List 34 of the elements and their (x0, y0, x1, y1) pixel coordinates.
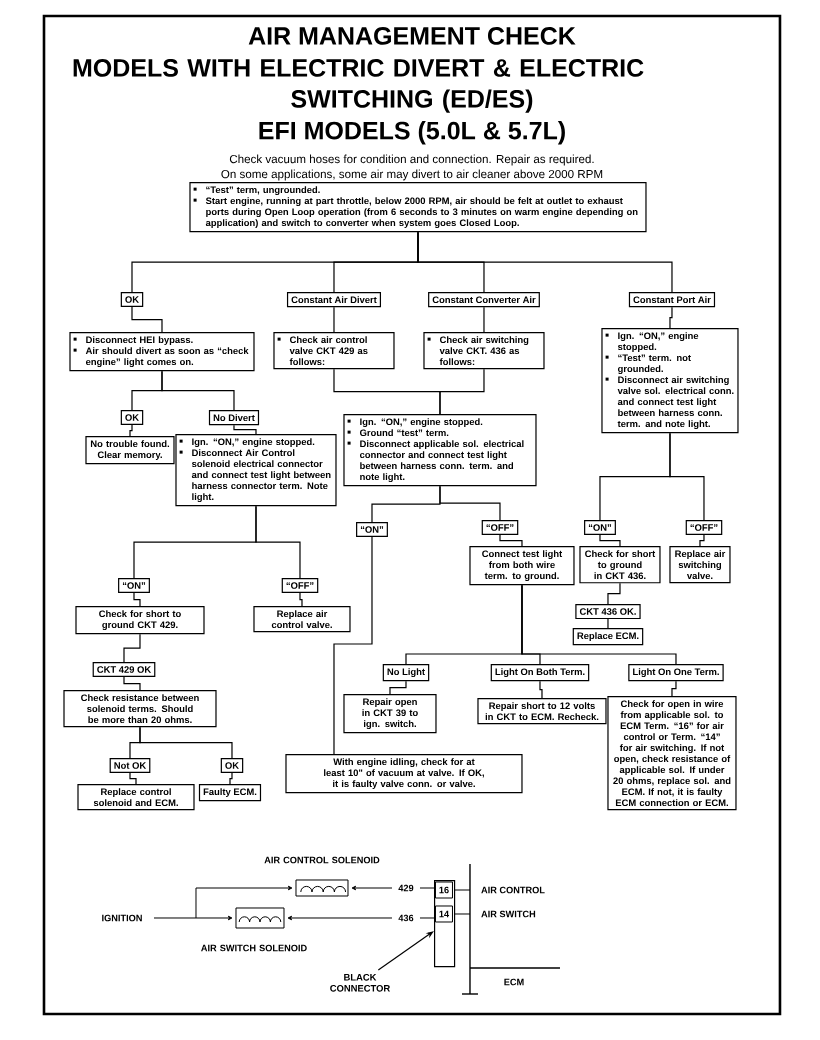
connector-line (671, 680, 677, 697)
connector-line (131, 306, 163, 333)
title: AIR MANAGEMENT CHECK (248, 27, 576, 45)
subtitle: EFI MODELS (5.0L & 5.7L) (259, 121, 565, 145)
connector-line (129, 772, 137, 785)
connector-line (123, 633, 141, 663)
connector-line (129, 424, 133, 437)
connector-line (483, 306, 485, 333)
connector-line (233, 424, 257, 435)
connector-line (139, 726, 233, 759)
connector-line (669, 306, 673, 329)
connector-line (333, 536, 373, 755)
connector-line (333, 306, 335, 333)
connector-line (439, 368, 485, 415)
connector-line (699, 534, 705, 547)
connector-line (123, 676, 141, 691)
connector-line (607, 582, 621, 605)
connector-line (669, 432, 705, 521)
connector-line (161, 370, 235, 411)
connector-line (299, 592, 303, 607)
connector-line (539, 680, 543, 699)
subtitle: MODELS WITH ELECTRIC DIVERT & ELECTRIC SWITCHING (ED/ES) (73, 59, 644, 113)
connector-line (133, 592, 141, 607)
leader-line (377, 931, 434, 971)
connector-line (417, 231, 673, 293)
connector-line (599, 534, 621, 547)
connector-line (607, 618, 609, 629)
connector-line (521, 584, 677, 665)
connector-line (255, 505, 301, 579)
connector-line (389, 680, 407, 695)
connector-line (439, 485, 501, 521)
connector-line (229, 772, 233, 785)
connector-line (499, 534, 523, 547)
connector-body (434, 880, 456, 968)
